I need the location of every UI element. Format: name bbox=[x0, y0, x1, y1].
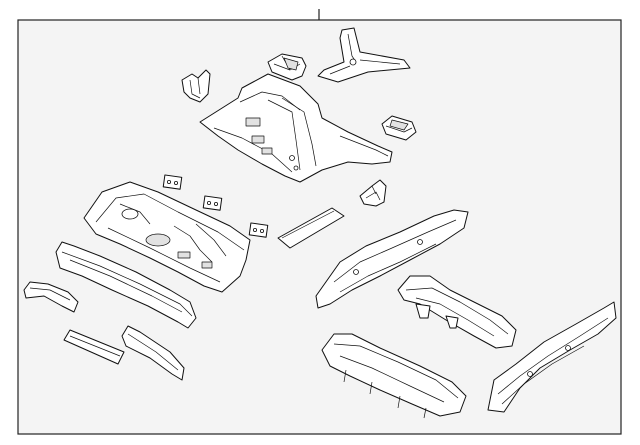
crossmember-rear bbox=[397, 275, 517, 349]
floor-reinforcement-strip bbox=[277, 207, 345, 249]
bracket-left-2 bbox=[121, 325, 185, 381]
small-bracket-right bbox=[381, 115, 417, 141]
plug-1 bbox=[162, 174, 183, 190]
center-tunnel-brace bbox=[317, 27, 411, 83]
side-rail-small-left bbox=[23, 281, 79, 313]
plug-3 bbox=[248, 222, 269, 238]
bracket-upper-center bbox=[359, 179, 387, 207]
small-brace-left bbox=[181, 69, 211, 103]
front-floor-pan bbox=[199, 73, 393, 183]
crossmember-front bbox=[55, 241, 197, 329]
small-brace-center bbox=[267, 53, 307, 81]
rear-rail-right-lower bbox=[487, 301, 617, 413]
rear-extension-lower bbox=[321, 333, 467, 419]
rear-floor-pan bbox=[83, 181, 251, 293]
bracket-left-1 bbox=[63, 329, 125, 365]
plug-2 bbox=[202, 195, 223, 211]
rear-rail-right-upper bbox=[315, 209, 469, 309]
